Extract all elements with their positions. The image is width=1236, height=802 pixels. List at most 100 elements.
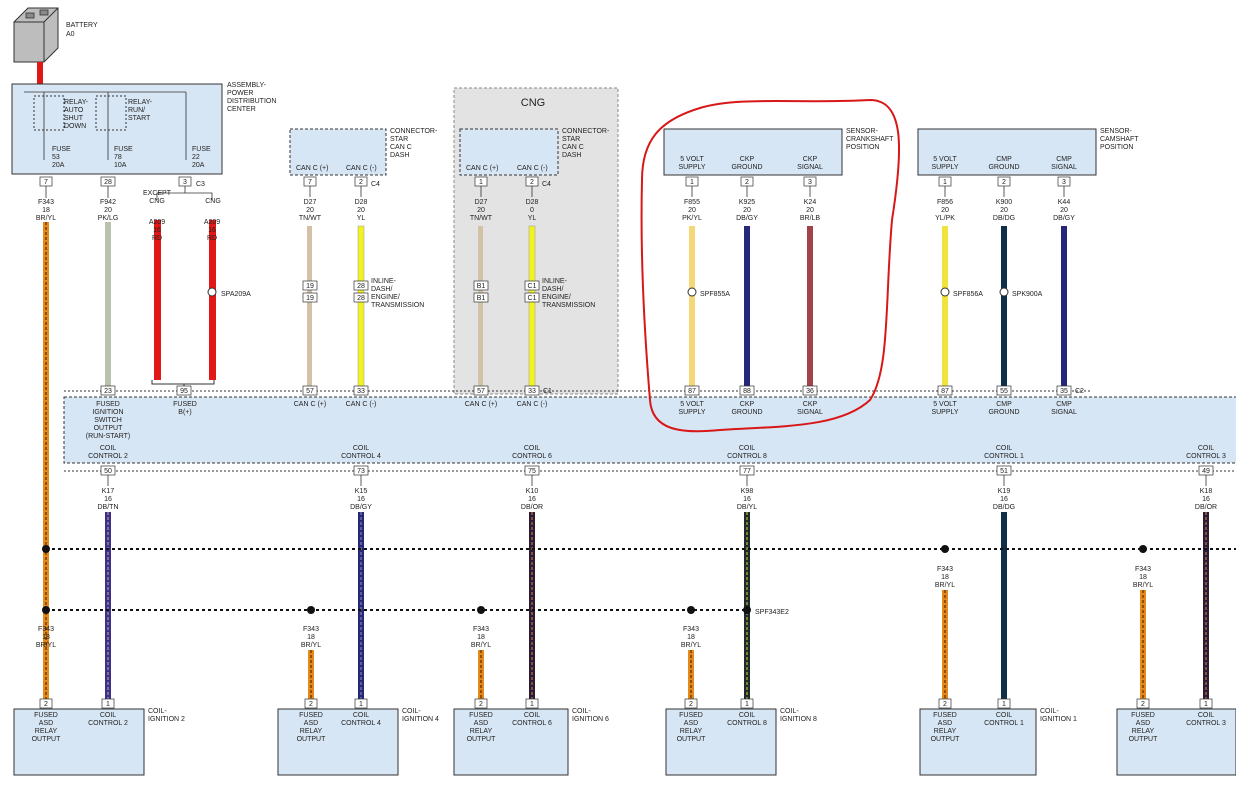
k10-code: K10 [526,488,539,495]
wire-a209-right [209,220,216,380]
k925-code: K925 [739,199,755,206]
coil6-pin-1: 1 [530,701,534,708]
fuse53-l1: FUSE [52,146,71,153]
can-star-pin-7: 7 [308,179,312,186]
pcm-pin-73: 73 [357,468,365,475]
svg-text:K10: K10 [526,488,539,495]
pcm-cmpg-1: CMP [996,401,1012,408]
battery-code: A0 [66,31,75,38]
svg-text:A209: A209 [149,219,165,226]
svg-text:DOWN: DOWN [64,123,86,130]
br-f-2: 18 [1139,574,1147,581]
br-a-3: BR/YL [36,642,56,649]
svg-text:18: 18 [941,574,949,581]
k900-gauge: 20 [1000,207,1008,214]
can-star-pin-2: 2 [359,179,363,186]
pcm-pin-35: 35 [1060,388,1068,395]
svg-text:DB/YL: DB/YL [737,504,757,511]
spa209a-label: SPA209A [221,291,251,298]
k18-code: K18 [1200,488,1213,495]
pcm-canm-a: CAN C (-) [346,401,377,408]
relay-asd-line4: DOWN [64,123,86,130]
cmp-pin1-l2: SUPPLY [931,164,958,171]
svg-text:CONTROL 6: CONTROL 6 [512,720,552,727]
f856-gauge: 20 [941,207,949,214]
svg-text:CMP: CMP [996,156,1012,163]
fuse78-l1: FUSE [114,146,133,153]
svg-text:10A: 10A [114,162,127,169]
svg-text:F343: F343 [937,566,953,573]
cng-inline-c1-a: C1 [528,283,537,290]
svg-text:SHUT: SHUT [64,115,84,122]
k44-gauge: 20 [1060,207,1068,214]
a209r-gauge: 16 [208,227,216,234]
f856-color: YL/PK [935,215,955,222]
svg-text:CONTROL 4: CONTROL 4 [341,453,381,460]
upper-wire-labels: F343 18 BR/YL F942 20 PK/LG EXCEPT CNG C… [36,190,1075,298]
can-star-t3: CAN C [390,144,412,151]
svg-text:IGNITION 6: IGNITION 6 [572,716,609,723]
coil2-n2: IGNITION 2 [148,716,185,723]
svg-text:18: 18 [42,207,50,214]
coil1-f2: ASD [938,720,952,727]
svg-text:CONTROL 8: CONTROL 8 [727,720,767,727]
except-cng-2: CNG [149,198,165,205]
svg-text:CONTROL 1: CONTROL 1 [984,720,1024,727]
cng-star-t4: DASH [562,152,581,159]
svg-text:18: 18 [307,634,315,641]
battery-name: BATTERY [66,22,98,29]
svg-text:COIL: COIL [1198,445,1214,452]
spk900a-label: SPK900A [1012,291,1043,298]
cmp-title-3: POSITION [1100,144,1133,151]
svg-text:ENGINE/: ENGINE/ [371,294,400,301]
svg-text:22: 22 [192,154,200,161]
pdc-title-4: CENTER [227,106,256,113]
cng-pin-2: 2 [530,179,534,186]
svg-text:PK/LG: PK/LG [98,215,119,222]
svg-text:CONTROL 2: CONTROL 2 [88,453,128,460]
svg-text:16: 16 [1000,496,1008,503]
pcm-cmps-1: CMP [1056,401,1072,408]
f942-color: PK/LG [98,215,119,222]
lower-control-wires: K17 16 DB/TN K15 16 DB/GY K10 16 DB/OR K… [98,475,1217,702]
svg-text:FUSED: FUSED [469,712,493,719]
can-star-connector: CAN C (+) CAN C (-) CONNECTOR- STAR CAN … [289,128,438,188]
svg-text:DASH/: DASH/ [371,286,392,293]
svg-text:5 VOLT: 5 VOLT [933,401,957,408]
svg-text:OUTPUT: OUTPUT [931,736,961,743]
svg-text:POWER: POWER [227,90,253,97]
coil8-f1: FUSED [679,712,703,719]
coil1-f3: RELAY [934,728,957,735]
svg-text:COIL-: COIL- [1040,708,1059,715]
k19-color: DB/DG [993,504,1015,511]
svg-text:CENTER: CENTER [227,106,256,113]
fuse22-l3: 20A [192,162,205,169]
pcm-c1: C1 [543,388,552,395]
coil8-c1: COIL [739,712,755,719]
svg-text:DB/OR: DB/OR [1195,504,1217,511]
coil6-c2: CONTROL 6 [512,720,552,727]
svg-text:FUSED: FUSED [34,712,58,719]
svg-text:CONNECTOR-: CONNECTOR- [390,128,438,135]
svg-text:20: 20 [357,207,365,214]
cmp-pin3-l1: CMP [1056,156,1072,163]
cmp-pin-3: 3 [1062,179,1066,186]
pcm-c2: C2 [1075,388,1084,395]
cng-d28-gauge: 0 [530,207,534,214]
svg-text:RUN/: RUN/ [128,107,145,114]
cc2-1: COIL [100,445,116,452]
pcm-ckps-1: CKP [803,401,818,408]
svg-text:RELAY: RELAY [35,728,58,735]
coil3-f3: RELAY [1132,728,1155,735]
d27-color: TN/WT [299,215,322,222]
k15-gauge: 16 [357,496,365,503]
k17-gauge: 16 [104,496,112,503]
f343-gauge: 18 [42,207,50,214]
svg-text:CAN C: CAN C [562,144,584,151]
splice-dot [42,545,50,553]
ckp-pin-2: 2 [745,179,749,186]
cng-d27-color: TN/WT [470,215,493,222]
pcm-pin-55: 55 [1000,388,1008,395]
pcm-5v-a2: SUPPLY [678,409,705,416]
